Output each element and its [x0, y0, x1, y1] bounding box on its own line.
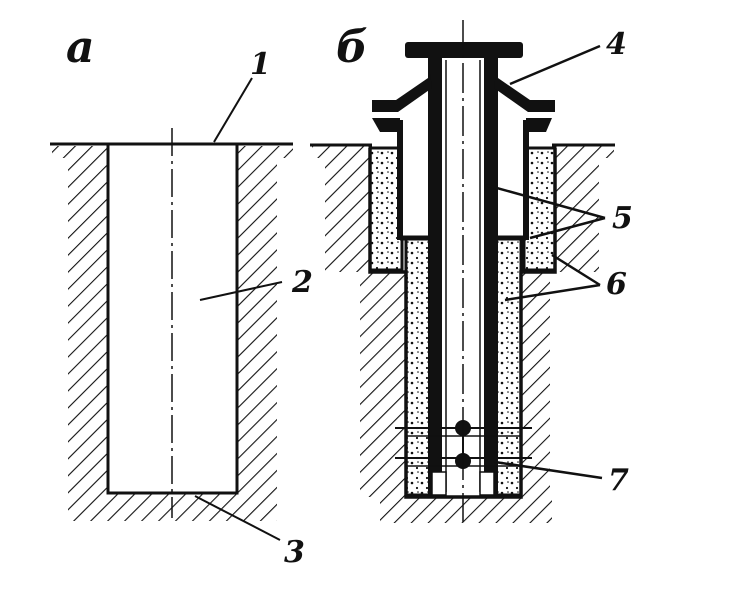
- panel-a: [50, 77, 293, 541]
- soil-left-lower-b: [360, 272, 406, 497]
- callout-1: 1: [250, 47, 271, 82]
- leader-5a: [485, 183, 606, 220]
- callout-7: 7: [608, 463, 629, 498]
- soil-left-a: [68, 148, 108, 493]
- callout-4: 4: [606, 27, 627, 62]
- callout-2: 2: [291, 265, 313, 300]
- callout-3: 3: [284, 535, 305, 570]
- ground-strip-right-a: [237, 146, 293, 158]
- head-shoulder-right: [494, 58, 555, 112]
- callout-6: 6: [606, 267, 627, 302]
- flange-right: [526, 118, 552, 132]
- bottom-cell-right: [479, 471, 495, 496]
- head-cap-b: [405, 42, 523, 58]
- soil-right-lower-b: [520, 272, 550, 497]
- soil-left-upper-b: [325, 150, 370, 272]
- soil-bottom-b: [380, 497, 552, 523]
- leader-5b: [529, 216, 606, 240]
- bottom-cell-left: [431, 471, 447, 496]
- head-shoulder-left: [372, 58, 432, 112]
- leader-3: [194, 495, 281, 541]
- ground-strip-left-a: [52, 146, 108, 158]
- panel-label-b: б: [336, 22, 368, 73]
- sand-fill-lower-right-b: [492, 236, 523, 497]
- leader-7: [494, 460, 603, 480]
- flange-left: [372, 118, 400, 132]
- panel-b: [310, 20, 615, 523]
- leader-6b: [504, 283, 601, 302]
- leader-1: [213, 77, 253, 143]
- leader-4: [509, 44, 601, 86]
- callout-5: 5: [612, 201, 633, 236]
- soil-right-a: [237, 148, 277, 493]
- tube-right-wall: [484, 58, 498, 495]
- leader-6a: [551, 253, 601, 287]
- panel-label-a: а: [66, 22, 95, 73]
- leader-2: [199, 281, 283, 301]
- tube-left-wall: [428, 58, 442, 495]
- ground-strip-right-b: [554, 146, 614, 158]
- ground-strip-left-b: [312, 146, 372, 158]
